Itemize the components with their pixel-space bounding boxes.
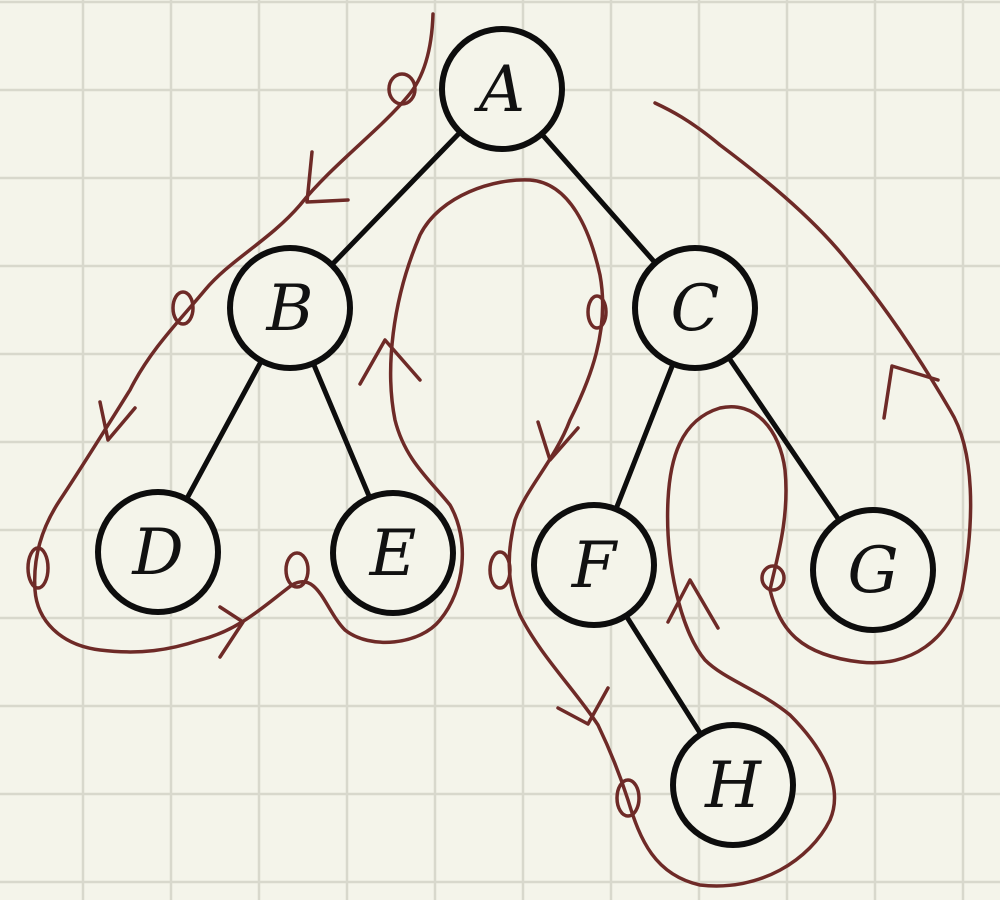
edge-f-h: [623, 613, 704, 737]
node-circle: [95, 489, 221, 615]
tree-node-d: D: [95, 489, 221, 615]
node-label: D: [131, 516, 183, 590]
node-label: F: [571, 529, 619, 603]
node-label: A: [474, 53, 525, 127]
edge-a-c: [539, 131, 658, 266]
visit-marker-d: [26, 546, 50, 590]
arrow-down-icon: [305, 150, 350, 204]
node-label: E: [369, 517, 417, 591]
tree-node-e: E: [330, 490, 456, 616]
tree-edges: [184, 129, 842, 737]
node-label: B: [265, 272, 313, 346]
node-circle: [330, 490, 456, 616]
traversal-path: [26, 12, 973, 888]
node-circle: [632, 245, 758, 371]
traversal-curve: [32, 12, 973, 888]
arrow-down-icon: [98, 400, 137, 442]
visit-marker-c: [586, 294, 608, 330]
edge-b-e: [310, 360, 373, 501]
node-circle: [531, 502, 657, 628]
tree-node-h: H: [670, 722, 796, 848]
edge-a-b: [329, 129, 463, 268]
arrow-up-icon: [666, 578, 720, 630]
tree-nodes: A B C D E F G H: [95, 26, 936, 848]
visit-marker-a: [387, 72, 417, 106]
visit-marker-e: [284, 551, 310, 589]
node-label: H: [704, 749, 762, 823]
tree-node-c: C: [632, 245, 758, 371]
edge-c-g: [726, 355, 842, 523]
visit-marker-g: [760, 564, 786, 592]
tree-node-g: G: [810, 507, 936, 633]
visit-marker-h: [615, 778, 641, 818]
node-circle: [439, 26, 565, 152]
visit-marker-b: [171, 290, 195, 326]
visit-marker-f: [488, 550, 512, 590]
node-label: G: [847, 534, 898, 608]
arrow-up-icon: [882, 364, 940, 420]
arrow-down-icon: [536, 420, 580, 462]
arrow-right-icon: [218, 605, 245, 659]
node-circle: [227, 245, 353, 371]
edge-c-f: [613, 361, 676, 512]
tree-node-a: A: [439, 26, 565, 152]
edge-b-d: [184, 358, 264, 502]
node-label: C: [671, 272, 720, 346]
node-circle: [670, 722, 796, 848]
arrow-down-icon: [556, 686, 610, 726]
tree-node-b: B: [227, 245, 353, 371]
arrow-up-icon: [358, 338, 422, 386]
node-circle: [810, 507, 936, 633]
tree-node-f: F: [531, 502, 657, 628]
